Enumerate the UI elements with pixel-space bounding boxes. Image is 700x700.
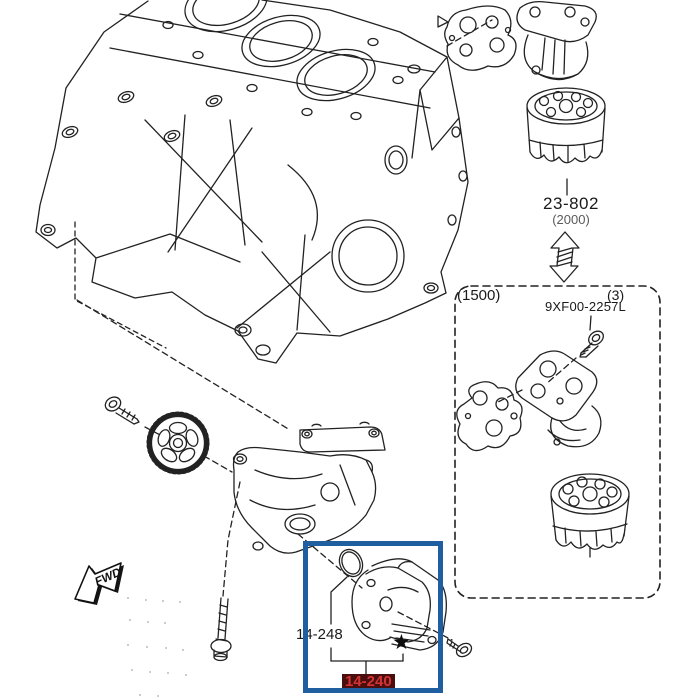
leader-lines — [76, 19, 577, 641]
part-number-9xf00-2257l[interactable]: 9XF00-2257L — [545, 299, 626, 314]
noise-dots — [127, 597, 187, 697]
cover-bolt — [446, 638, 473, 658]
star-marker-icon: ★ — [392, 631, 411, 654]
option-box-1500 — [454, 285, 661, 599]
callout-bracket — [330, 576, 404, 675]
swap-arrow-icon — [549, 231, 580, 283]
gasket-1500 — [456, 381, 523, 452]
deck-bolt-holes — [162, 20, 421, 121]
block-bosses — [61, 90, 223, 143]
pump-sprocket — [146, 411, 210, 475]
fwd-arrow: FWD — [74, 562, 124, 605]
bolt-9xf00 — [579, 315, 604, 358]
oil-filter-adapter-2000 — [516, 0, 597, 81]
oil-pump-bolt — [210, 597, 232, 662]
oil-pump — [232, 421, 386, 554]
engine-block — [35, 0, 469, 364]
bolt-quantity: (3) — [607, 287, 625, 303]
oil-filter-2000 — [526, 87, 606, 196]
highlight-box[interactable] — [303, 541, 443, 693]
o-ring — [338, 548, 364, 578]
sprocket-bolt — [104, 396, 163, 437]
oil-filter-cover-14240[interactable] — [351, 558, 447, 651]
oil-filter-1500 — [550, 473, 630, 558]
part-number-23-802[interactable]: 23-802 — [543, 194, 599, 213]
option-group-1500-label: (1500) — [457, 287, 501, 304]
variant-2000: (2000) — [552, 212, 590, 227]
part-number-14-240-selected[interactable]: 14-240 — [342, 674, 395, 691]
front-cover-gasket — [437, 5, 517, 71]
oil-filter-adapter-1500 — [515, 350, 602, 448]
